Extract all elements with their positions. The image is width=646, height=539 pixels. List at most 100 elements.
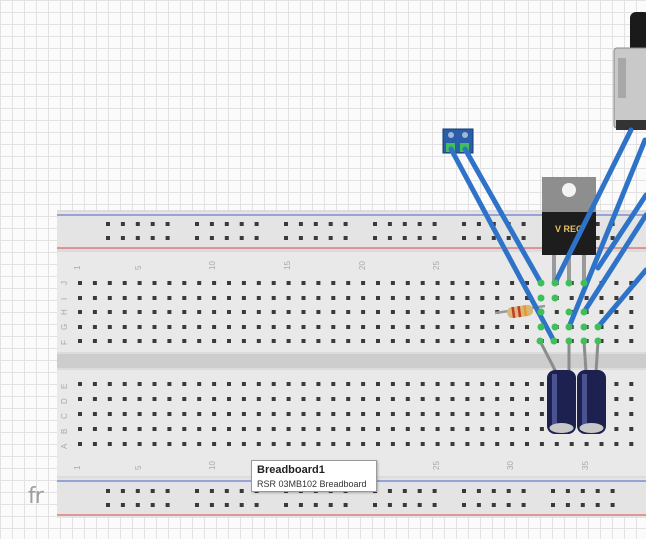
breadboard-hole[interactable] (476, 503, 481, 507)
breadboard-hole[interactable] (152, 427, 157, 431)
breadboard-hole[interactable] (182, 339, 187, 343)
breadboard-hole[interactable] (212, 427, 217, 431)
breadboard-hole[interactable] (450, 382, 455, 386)
breadboard-hole[interactable] (417, 503, 422, 507)
breadboard-hole[interactable] (227, 296, 231, 300)
breadboard-hole[interactable] (227, 382, 231, 386)
breadboard-hole[interactable] (152, 412, 157, 416)
breadboard-hole[interactable] (525, 325, 529, 329)
breadboard-hole[interactable] (197, 412, 202, 416)
breadboard-hole[interactable] (152, 325, 157, 329)
breadboard-hole[interactable] (402, 503, 407, 507)
breadboard-hole[interactable] (122, 310, 127, 314)
breadboard-hole[interactable] (241, 296, 246, 300)
breadboard-hole[interactable] (165, 222, 170, 226)
breadboard-hole[interactable] (525, 442, 529, 446)
breadboard-hole[interactable] (614, 339, 619, 343)
breadboard-hole[interactable] (106, 236, 110, 240)
breadboard-hole[interactable] (241, 382, 246, 386)
breadboard-hole[interactable] (301, 442, 306, 446)
breadboard-hole[interactable] (239, 236, 244, 240)
breadboard-hole[interactable] (165, 503, 170, 507)
breadboard-hole[interactable] (390, 442, 395, 446)
breadboard-hole[interactable] (432, 503, 437, 507)
breadboard-hole[interactable] (476, 236, 481, 240)
breadboard-hole[interactable] (328, 222, 333, 226)
breadboard-hole[interactable] (495, 427, 500, 431)
breadboard-hole[interactable] (137, 325, 142, 329)
breadboard-hole[interactable] (195, 503, 199, 507)
breadboard-hole[interactable] (510, 325, 515, 329)
breadboard-hole[interactable] (629, 442, 634, 446)
breadboard-hole[interactable] (271, 412, 276, 416)
breadboard-hole[interactable] (286, 427, 291, 431)
wire[interactable] (595, 192, 646, 271)
breadboard-hole[interactable] (120, 489, 125, 493)
breadboard-hole[interactable] (197, 281, 202, 285)
breadboard-hole[interactable] (390, 310, 395, 314)
breadboard-hole[interactable] (495, 339, 500, 343)
breadboard-hole[interactable] (92, 310, 97, 314)
breadboard-hole[interactable] (539, 442, 544, 446)
breadboard-hole[interactable] (271, 325, 276, 329)
breadboard-hole[interactable] (241, 427, 246, 431)
breadboard-hole[interactable] (465, 281, 470, 285)
breadboard-hole[interactable] (420, 397, 425, 401)
breadboard-hole[interactable] (361, 339, 366, 343)
breadboard-hole[interactable] (227, 310, 231, 314)
breadboard-hole[interactable] (387, 489, 392, 493)
breadboard-hole[interactable] (495, 296, 500, 300)
breadboard-hole[interactable] (506, 503, 511, 507)
breadboard-hole[interactable] (301, 281, 306, 285)
breadboard-hole[interactable] (224, 222, 229, 226)
breadboard-hole[interactable] (227, 281, 231, 285)
breadboard-hole[interactable] (122, 296, 127, 300)
breadboard-hole[interactable] (331, 339, 336, 343)
breadboard-hole[interactable] (565, 489, 570, 493)
breadboard-hole[interactable] (331, 427, 336, 431)
breadboard-hole[interactable] (92, 427, 97, 431)
breadboard-hole[interactable] (465, 310, 470, 314)
breadboard-hole[interactable] (420, 427, 425, 431)
breadboard-hole[interactable] (521, 489, 526, 493)
breadboard-hole[interactable] (465, 442, 470, 446)
breadboard-hole[interactable] (465, 412, 470, 416)
breadboard-hole[interactable] (480, 310, 485, 314)
breadboard-hole[interactable] (495, 397, 500, 401)
breadboard-hole[interactable] (152, 296, 157, 300)
breadboard-hole[interactable] (137, 382, 142, 386)
breadboard-hole[interactable] (390, 397, 395, 401)
breadboard-hole[interactable] (420, 382, 425, 386)
breadboard-hole[interactable] (510, 427, 515, 431)
breadboard-hole[interactable] (256, 382, 261, 386)
breadboard-hole[interactable] (107, 397, 112, 401)
breadboard-hole[interactable] (316, 296, 321, 300)
breadboard-hole[interactable] (137, 339, 142, 343)
breadboard-hole[interactable] (152, 281, 157, 285)
breadboard-hole[interactable] (224, 236, 229, 240)
breadboard-hole[interactable] (614, 442, 619, 446)
breadboard-hole[interactable] (405, 442, 410, 446)
breadboard-hole[interactable] (510, 382, 515, 386)
breadboard-hole[interactable] (182, 412, 187, 416)
breadboard-hole[interactable] (316, 281, 321, 285)
breadboard-hole[interactable] (405, 382, 410, 386)
breadboard-hole[interactable] (271, 339, 276, 343)
breadboard-hole[interactable] (610, 236, 615, 240)
breadboard-hole[interactable] (551, 489, 555, 493)
breadboard-hole[interactable] (137, 397, 142, 401)
breadboard-hole[interactable] (284, 503, 288, 507)
breadboard-hole[interactable] (256, 339, 261, 343)
breadboard-hole[interactable] (629, 296, 634, 300)
breadboard-hole[interactable] (510, 339, 515, 343)
breadboard-hole[interactable] (182, 325, 187, 329)
breadboard-hole[interactable] (78, 412, 82, 416)
breadboard-hole[interactable] (554, 442, 559, 446)
wire[interactable] (552, 127, 634, 286)
wires[interactable] (448, 127, 646, 344)
breadboard-hole[interactable] (328, 236, 333, 240)
breadboard-hole[interactable] (135, 236, 140, 240)
breadboard-hole[interactable] (405, 296, 410, 300)
breadboard-hole[interactable] (78, 442, 82, 446)
breadboard-hole[interactable] (435, 339, 440, 343)
